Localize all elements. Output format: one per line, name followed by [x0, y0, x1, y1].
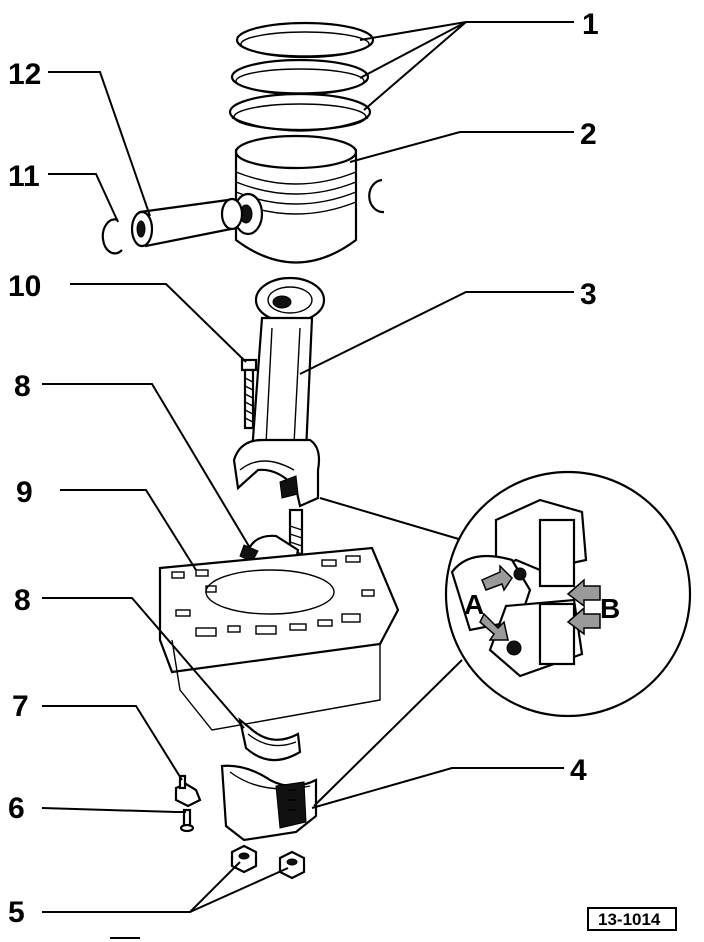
- callout-11: 11: [8, 160, 40, 193]
- block-oil-holes: [171, 555, 375, 637]
- callout-3: 3: [580, 278, 597, 311]
- callout-2: 2: [580, 118, 597, 151]
- circlip-right: [368, 178, 385, 214]
- nut-left: [230, 844, 258, 874]
- jet-bolt: [179, 808, 195, 833]
- arrow-b-upper: [566, 578, 601, 608]
- callout-9: 9: [16, 476, 33, 509]
- leader-lines: [41, 21, 574, 913]
- callout-6: 6: [8, 792, 25, 825]
- callout-8-upper: 8: [14, 370, 31, 403]
- callout-7: 7: [12, 690, 29, 723]
- callout-1: 1: [582, 8, 599, 41]
- piston: [232, 134, 358, 264]
- piston-ring-middle: [230, 58, 370, 96]
- arrow-a-upper: [481, 564, 513, 592]
- bearing-cap: [220, 764, 318, 842]
- figure-number-box: 13-1014: [587, 907, 677, 931]
- callout-4: 4: [570, 754, 587, 787]
- detail-label-a: A: [464, 589, 484, 620]
- piston-ring-oil: [228, 92, 372, 132]
- callout-10: 10: [8, 270, 41, 303]
- connecting-rod: [232, 276, 326, 508]
- detail-view: A B: [313, 470, 692, 807]
- callout-numbers: 1 2 3 4 5 6 7 8 9 8 10 11 12: [8, 8, 599, 929]
- arrow-a-lower: [479, 612, 509, 641]
- nut-right: [278, 850, 306, 880]
- figure-number: 13-1014: [598, 910, 661, 929]
- arrow-b-lower: [566, 606, 601, 636]
- callout-5: 5: [8, 896, 25, 929]
- oil-spray-jet: [174, 774, 202, 808]
- cylinder-block: [158, 546, 400, 731]
- bearing-shell-lower: [238, 717, 302, 762]
- connecting-rod-bolt: [240, 358, 258, 430]
- piston-pin: [130, 197, 244, 248]
- piston-ring-top: [235, 15, 375, 59]
- detail-label-b: B: [600, 593, 620, 624]
- callout-12: 12: [8, 58, 41, 91]
- piston-rings: [228, 15, 375, 132]
- callout-8-lower: 8: [14, 584, 31, 617]
- circlip: [101, 218, 123, 255]
